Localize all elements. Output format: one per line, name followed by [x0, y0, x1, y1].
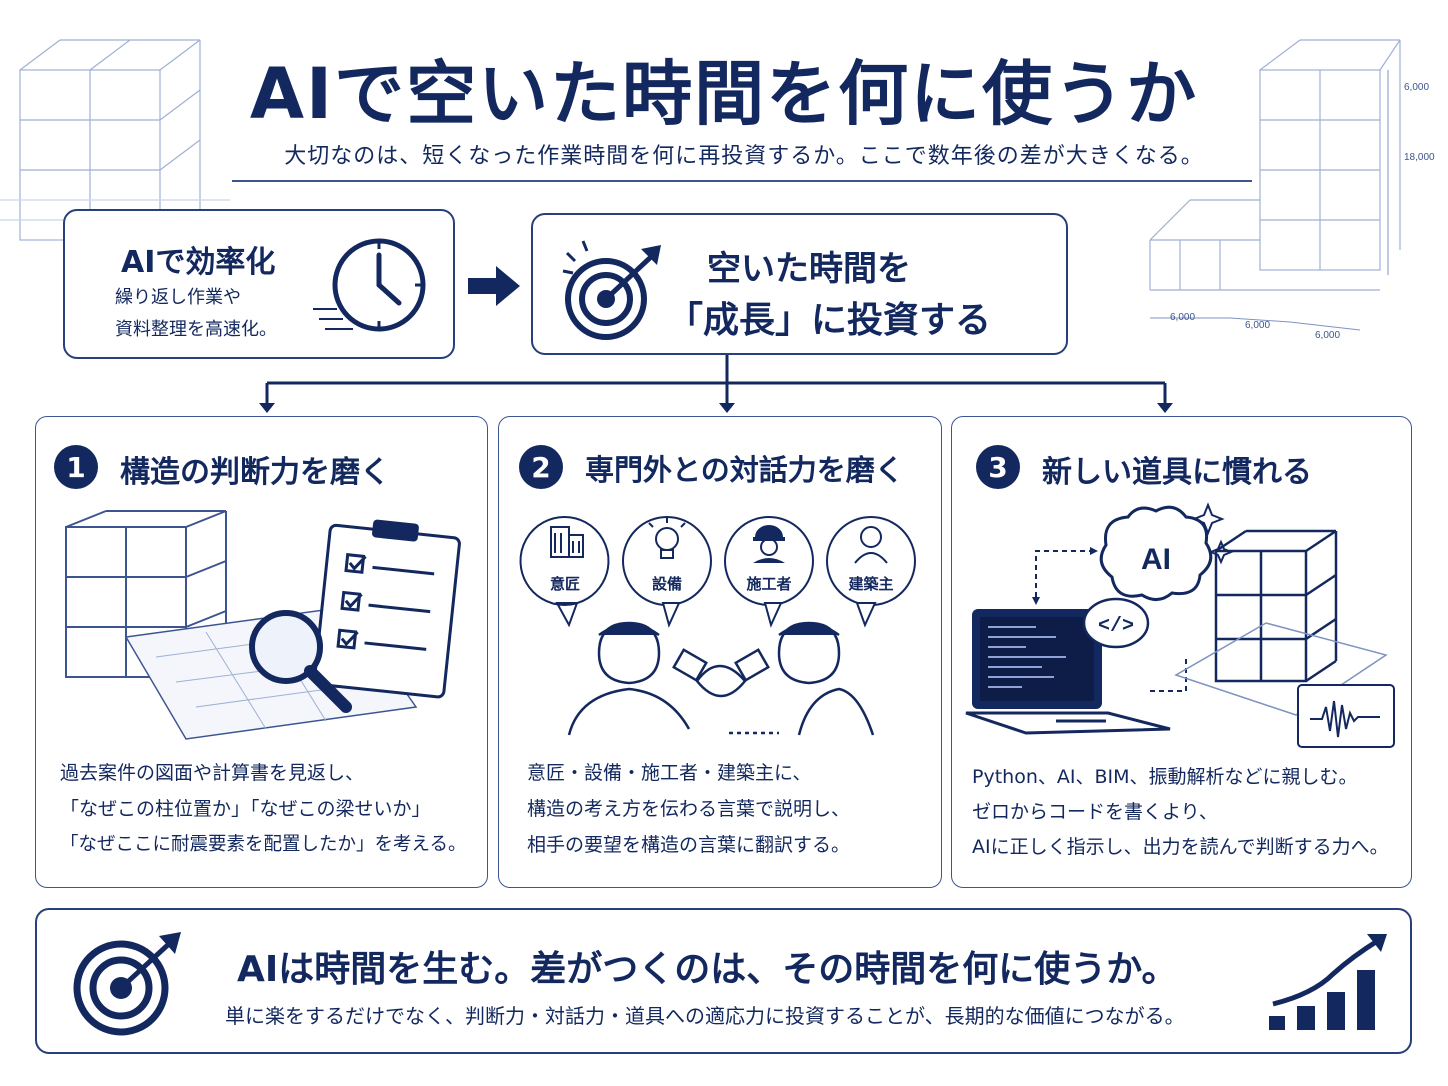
tools-illustration: AI — [965, 502, 1395, 748]
page-subtitle: 大切なのは、短くなった作業時間を何に再投資するか。ここで数年後の差が大きくなる。 — [284, 144, 1204, 169]
section-title: 構造の判断力を磨く — [120, 455, 390, 490]
building-icon — [550, 526, 584, 558]
section-number-badge: 1 — [54, 445, 98, 489]
section-line-3: 相手の要望を構造の言葉に翻訳する。 — [527, 834, 851, 856]
dim-label-h3: 6,000 — [1315, 330, 1340, 341]
code-label: </> — [1098, 615, 1134, 638]
invest-line2: 「成長」に投資する — [667, 300, 992, 341]
ai-label: AI — [1141, 543, 1171, 576]
clock-icon — [313, 238, 426, 332]
role-label-design: 意匠 — [549, 575, 580, 593]
summary-box: AIは時間を生む。差がつくのは、その時間を何に使うか。 単に楽をするだけでなく、… — [35, 908, 1412, 1054]
handshake-icon — [672, 648, 770, 698]
dim-label-h1: 6,000 — [1170, 312, 1195, 323]
role-label-contractor: 施工者 — [746, 575, 792, 593]
page-title: AIで空いた時間を何に使うか — [249, 53, 1199, 135]
growth-chart-icon — [1269, 934, 1387, 1030]
branch-connectors — [259, 355, 1173, 413]
summary-subline: 単に楽をするだけでなく、判断力・対話力・道具への適応力に投資することが、長期的な… — [225, 1004, 1185, 1028]
arrow-right-icon — [468, 266, 520, 306]
section-card-3: 3 新しい道具に慣れる AI — [951, 416, 1412, 888]
efficiency-line2: 資料整理を高速化。 — [115, 319, 277, 340]
client-icon — [854, 526, 888, 564]
section-line-3: 「なぜここに耐震要素を配置したか」を考える。 — [60, 834, 467, 855]
efficiency-title: AIで効率化 — [121, 245, 276, 280]
worker-icon — [753, 525, 785, 563]
building-frame-icon — [1174, 529, 1388, 716]
section-line-2: ゼロからコードを書くより、 — [972, 801, 1218, 823]
summary-headline: AIは時間を生む。差がつくのは、その時間を何に使うか。 — [237, 949, 1178, 990]
target-icon — [73, 932, 181, 1036]
efficiency-box: AIで効率化 繰り返し作業や 資料整理を高速化。 — [63, 209, 455, 359]
lightbulb-icon — [648, 517, 686, 559]
blueprint-right-illustration: 6,000 18,000 6,000 6,000 6,000 — [1149, 39, 1435, 341]
section-line-1: Python、AI、BIM、振動解析などに親しむ。 — [972, 766, 1358, 788]
section-title: 新しい道具に慣れる — [1042, 455, 1312, 490]
section-line-2: 構造の考え方を伝わる言葉で説明し、 — [527, 798, 851, 820]
section-number-badge: 2 — [519, 445, 563, 489]
dim-label-v2: 18,000 — [1404, 152, 1435, 163]
section-title: 専門外との対話力を磨く — [585, 453, 904, 487]
laptop-icon — [965, 609, 1171, 735]
code-bubble: </> — [1082, 597, 1150, 649]
efficiency-line1: 繰り返し作業や — [115, 287, 241, 308]
invest-box: 空いた時間を 「成長」に投資する — [531, 213, 1068, 355]
section-line-1: 過去案件の図面や計算書を見返し、 — [60, 762, 365, 784]
subtitle-divider — [232, 180, 1252, 182]
section-line-2: 「なぜこの柱位置か」「なぜこの梁せいか」 — [60, 798, 431, 820]
clipboard-checklist-icon — [313, 519, 461, 699]
role-label-equipment: 設備 — [651, 575, 682, 593]
section-line-1: 意匠・設備・施工者・建築主に、 — [527, 762, 812, 784]
section-card-1: 1 構造の判断力を磨く — [35, 416, 488, 888]
dim-label-h2: 6,000 — [1245, 320, 1270, 331]
structure-review-illustration — [65, 510, 461, 740]
section-line-3: AIに正しく指示し、出力を読んで判断する力へ。 — [972, 836, 1389, 858]
magnifier-icon — [249, 610, 352, 713]
invest-line1: 空いた時間を — [707, 249, 911, 289]
ai-brain-icon: AI — [1099, 502, 1234, 601]
role-label-client: 建築主 — [848, 575, 894, 593]
section-card-2: 2 専門外との対話力を磨く — [498, 416, 942, 888]
section-number-badge: 3 — [976, 445, 1020, 489]
target-icon — [562, 240, 661, 340]
role-bubbles — [519, 516, 916, 628]
handshake-illustration — [567, 621, 875, 736]
waveform-icon — [1297, 684, 1395, 748]
dim-label-v1: 6,000 — [1404, 82, 1429, 93]
